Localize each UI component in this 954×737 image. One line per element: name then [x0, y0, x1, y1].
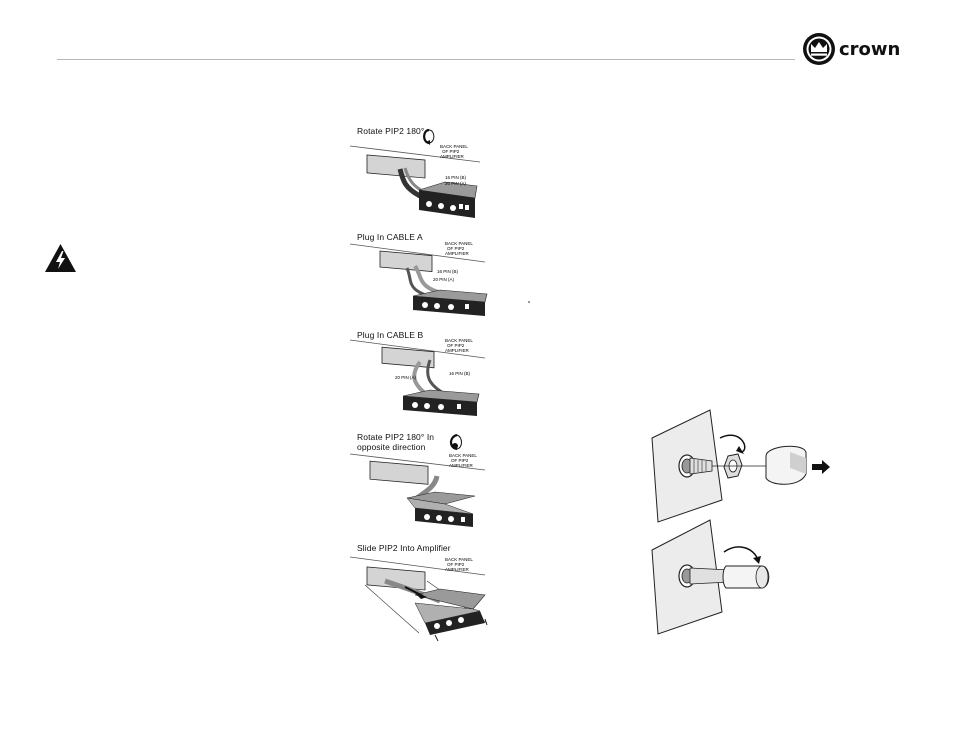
- svg-text:OF PIP2: OF PIP2: [447, 562, 465, 567]
- svg-text:OF PIP2: OF PIP2: [442, 149, 460, 154]
- step-1-illustration: BACK PANEL OF PIP2 AMPLIFIER 16 PIN (B) …: [349, 128, 481, 218]
- svg-text:16 PIN (B): 16 PIN (B): [445, 175, 467, 180]
- stray-mark: [528, 301, 530, 303]
- caption-line-2: opposite direction: [357, 442, 426, 452]
- svg-text:AMPLIFIER: AMPLIFIER: [445, 348, 470, 353]
- step-plug-cable-b: Plug In CABLE B BACK PANEL OF PIP2 AMPLI…: [345, 330, 495, 420]
- svg-text:20 PIN (A): 20 PIN (A): [445, 181, 467, 186]
- svg-text:BACK PANEL: BACK PANEL: [445, 557, 473, 562]
- step-caption: Slide PIP2 Into Amplifier: [357, 543, 451, 553]
- svg-text:20 PIN (A): 20 PIN (A): [395, 375, 417, 380]
- step-slide-into-amplifier: Slide PIP2 Into Amplifier BACK PANEL OF …: [345, 543, 495, 648]
- svg-text:AMPLIFIER: AMPLIFIER: [449, 463, 474, 468]
- step-caption: Plug In CABLE B: [357, 330, 424, 340]
- svg-text:BACK PANEL: BACK PANEL: [445, 338, 473, 343]
- svg-text:AMPLIFIER: AMPLIFIER: [440, 154, 465, 159]
- step-2-illustration: BACK PANEL OF PIP2 AMPLIFIER 16 PIN (B) …: [349, 241, 488, 316]
- header-rule: [57, 59, 795, 60]
- svg-text:BACK PANEL: BACK PANEL: [445, 241, 473, 246]
- step-rotate-pip2: Rotate PIP2 180° BACK PANEL OF PIP2 AMPL…: [345, 126, 495, 226]
- step-5-illustration: BACK PANEL OF PIP2 AMPLIFIER: [349, 556, 488, 642]
- arrow-right-icon: [812, 460, 830, 474]
- step-caption: Plug In CABLE A: [357, 232, 423, 242]
- svg-text:20 PIN (A): 20 PIN (A): [433, 277, 455, 282]
- step-3-illustration: BACK PANEL OF PIP2 AMPLIFIER 16 PIN (B) …: [349, 338, 486, 416]
- svg-text:OF PIP2: OF PIP2: [447, 246, 465, 251]
- electrical-hazard-icon: [44, 243, 77, 273]
- step-rotate-back: Rotate PIP2 180° In opposite direction B…: [345, 432, 495, 527]
- step-caption: Rotate PIP2 180° In opposite direction: [357, 432, 434, 452]
- svg-text:OF PIP2: OF PIP2: [447, 343, 465, 348]
- logo-wordmark: crown: [839, 39, 900, 60]
- rotate-counterclockwise-icon: [719, 434, 746, 453]
- knob-removal-illustration: [640, 408, 830, 523]
- svg-text:AMPLIFIER: AMPLIFIER: [445, 251, 470, 256]
- svg-text:BACK PANEL: BACK PANEL: [449, 453, 477, 458]
- crown-logo: crown: [800, 30, 920, 70]
- caption-line-1: Rotate PIP2 180° In: [357, 432, 435, 442]
- svg-text:BACK PANEL: BACK PANEL: [440, 144, 468, 149]
- svg-text:OF PIP2: OF PIP2: [451, 458, 469, 463]
- step-caption: Rotate PIP2 180°: [357, 126, 425, 136]
- knob-install-illustration: [640, 518, 830, 636]
- svg-text:16 PIN (B): 16 PIN (B): [437, 269, 459, 274]
- step-4-illustration: BACK PANEL OF PIP2 AMPLIFIER: [349, 433, 486, 527]
- svg-text:16 PIN (B): 16 PIN (B): [449, 371, 471, 376]
- rotate-clockwise-icon: [723, 546, 759, 561]
- step-plug-cable-a: Plug In CABLE A BACK PANEL OF PIP2 AMPLI…: [345, 232, 495, 322]
- svg-text:AMPLIFIER: AMPLIFIER: [445, 567, 470, 572]
